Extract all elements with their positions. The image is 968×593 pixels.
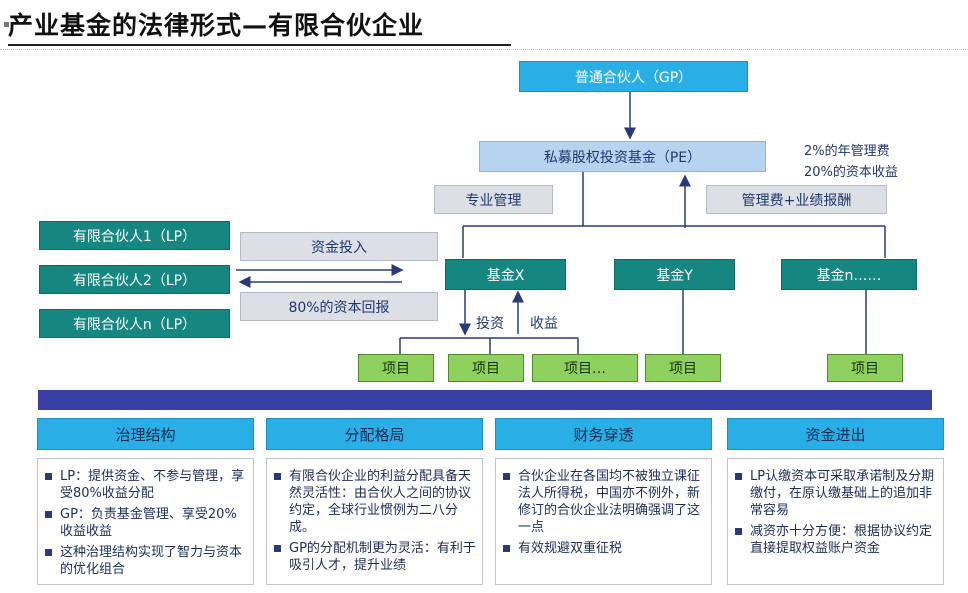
project-box-1: 项目	[358, 354, 434, 382]
list-item: 合伙企业在各国均不被独立课征法人所得税，中国亦不例外，新修订的合伙企业法明确强调…	[498, 468, 705, 536]
lp2-box: 有限合伙人2（LP）	[39, 265, 230, 294]
project-box-3: 项目…	[532, 354, 638, 382]
invest-label: 投资	[476, 316, 504, 332]
page-title: 产业基金的法律形式—有限合伙企业	[4, 6, 424, 42]
list-item: GP：负责基金管理、享受20%收益收益	[40, 506, 247, 540]
dotted-separator	[0, 49, 968, 50]
pe-box: 私募股权投资基金（PE）	[479, 141, 766, 172]
square-bullet-icon	[274, 473, 281, 480]
income-label: 收益	[530, 316, 558, 332]
section-header-governance: 治理结构	[37, 418, 254, 450]
fee-note-1: 2%的年管理费	[804, 144, 890, 159]
list-item: LP：提供资金、不参与管理，享受80%收益分配	[40, 468, 247, 502]
list-item: LP认缴资本可采取承诺制及分期缴付，在原认缴基础上的追加非常容易	[730, 468, 937, 519]
section-header-distribution: 分配格局	[266, 418, 483, 450]
list-item: 减资亦十分方便：根据协议约定直接提取权益账户资金	[730, 523, 937, 557]
square-bullet-icon	[735, 473, 742, 480]
square-bullet-icon	[503, 545, 510, 552]
section-body-governance: LP：提供资金、不参与管理，享受80%收益分配 GP：负责基金管理、享受20%收…	[37, 458, 254, 585]
square-bullet-icon	[735, 528, 742, 535]
gp-box: 普通合伙人（GP）	[519, 61, 748, 92]
section-body-distribution: 有限合伙企业的利益分配具备天然灵活性：由合伙人之间的协议约定，全球行业惯例为二八…	[266, 458, 483, 585]
list-item: 有效规避双重征税	[498, 540, 705, 557]
title-underline	[8, 44, 511, 46]
title-bullet	[4, 22, 9, 27]
section-body-capital-flow: LP认缴资本可采取承诺制及分期缴付，在原认缴基础上的追加非常容易 减资亦十分方便…	[727, 458, 944, 585]
square-bullet-icon	[45, 473, 52, 480]
capital-in-box: 资金投入	[240, 232, 438, 261]
square-bullet-icon	[45, 549, 52, 556]
lpn-box: 有限合伙人n（LP）	[39, 309, 230, 338]
section-header-capital-flow: 资金进出	[727, 418, 944, 450]
lp1-box: 有限合伙人1（LP）	[39, 221, 230, 250]
section-header-tax: 财务穿透	[495, 418, 712, 450]
fund-y-box: 基金Y	[614, 259, 735, 290]
list-item: GP的分配机制更为灵活：有利于吸引人才，提升业绩	[269, 540, 476, 574]
project-box-4: 项目	[645, 354, 721, 382]
mgmt-box: 专业管理	[434, 185, 553, 214]
fee-box: 管理费+业绩报酬	[706, 185, 887, 214]
fee-note-2: 20%的资本收益	[804, 165, 898, 180]
return-box: 80%的资本回报	[240, 292, 438, 321]
project-box-5: 项目	[827, 354, 903, 382]
section-body-tax: 合伙企业在各国均不被独立课征法人所得税，中国亦不例外，新修订的合伙企业法明确强调…	[495, 458, 712, 585]
fund-n-box: 基金n……	[781, 259, 917, 290]
list-item: 这种治理结构实现了智力与资本的优化组合	[40, 544, 247, 578]
project-box-2: 项目	[448, 354, 524, 382]
square-bullet-icon	[45, 511, 52, 518]
square-bullet-icon	[274, 545, 281, 552]
square-bullet-icon	[503, 473, 510, 480]
divider-band	[38, 390, 932, 410]
fund-x-box: 基金X	[445, 259, 566, 290]
list-item: 有限合伙企业的利益分配具备天然灵活性：由合伙人之间的协议约定，全球行业惯例为二八…	[269, 468, 476, 536]
